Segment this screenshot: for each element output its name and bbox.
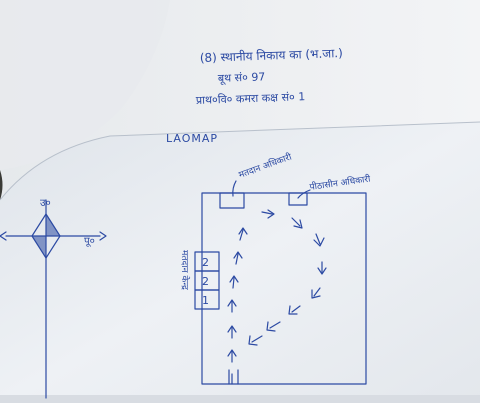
header-line-2: बूथ सं० 97 (218, 70, 266, 86)
bottom-edge (0, 395, 480, 403)
officer-pointer (232, 180, 237, 197)
header-line-3: प्राथ०वि० कमरा कक्ष सं० 1 (196, 90, 306, 107)
dark-edge (0, 170, 3, 200)
side-label: मतदान केन्द्र (179, 250, 191, 290)
booth-stack (194, 251, 220, 310)
booth-number-3: 1 (202, 294, 209, 307)
header-line-1: (8) स्थानीय निकाय का (भ.जा.) (200, 46, 343, 65)
presiding-pointer (297, 189, 311, 199)
booth-number-2: 2 (202, 275, 209, 288)
booth-number-1: 2 (202, 256, 209, 269)
main-sheet (0, 122, 480, 403)
map-title: LAOMAP (166, 132, 218, 145)
compass-icon (0, 199, 107, 399)
flow-path (227, 209, 327, 363)
compass-north-label: उ० (40, 198, 51, 209)
room-outline (201, 192, 367, 385)
paper-fold-shadow (0, 0, 170, 170)
sheet-edge (0, 121, 480, 201)
compass-east-label: पू० (84, 236, 95, 247)
